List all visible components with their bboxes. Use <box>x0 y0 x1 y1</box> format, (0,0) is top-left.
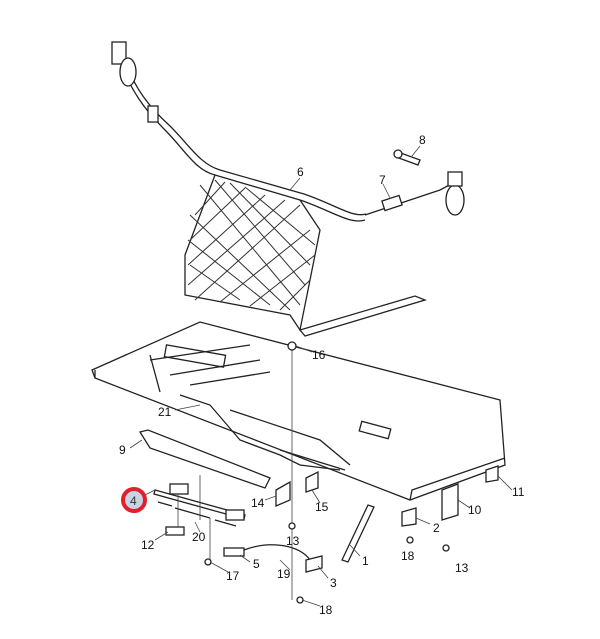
callout-17[interactable]: 17 <box>226 569 240 583</box>
leader-lines <box>129 145 513 607</box>
strap-assembly <box>364 149 465 216</box>
trim-panel <box>138 429 271 489</box>
callout-18[interactable]: 18 <box>319 603 333 617</box>
callout-13[interactable]: 13 <box>455 561 469 575</box>
callout-5[interactable]: 5 <box>253 557 260 571</box>
rail-assembly <box>153 475 311 561</box>
hardware <box>204 341 499 604</box>
callout-13[interactable]: 13 <box>286 534 300 548</box>
callout-6[interactable]: 6 <box>297 165 304 179</box>
callout-19[interactable]: 19 <box>277 567 291 581</box>
callout-18[interactable]: 18 <box>401 549 415 563</box>
callout-11[interactable]: 11 <box>512 485 525 499</box>
selected-callout-4[interactable] <box>121 487 147 513</box>
callout-7[interactable]: 7 <box>379 173 386 187</box>
callout-9[interactable]: 9 <box>119 443 126 457</box>
gas-strut <box>341 504 375 563</box>
floor-panel <box>91 321 506 501</box>
cargo-net-frame <box>111 41 427 337</box>
callout-16[interactable]: 16 <box>312 348 326 362</box>
callout-labels: 1 2 3 4 5 6 7 8 9 10 11 12 13 13 18 14 1… <box>119 133 525 617</box>
callout-15[interactable]: 15 <box>315 500 329 514</box>
callout-2[interactable]: 2 <box>433 521 440 535</box>
callout-8[interactable]: 8 <box>419 133 426 147</box>
bolt-icon <box>287 341 297 351</box>
callout-1[interactable]: 1 <box>362 554 369 568</box>
callout-20[interactable]: 20 <box>192 530 206 544</box>
net-strap-hook-icon <box>111 41 127 65</box>
callout-14[interactable]: 14 <box>251 496 265 510</box>
callout-3[interactable]: 3 <box>330 576 337 590</box>
callout-10[interactable]: 10 <box>468 503 482 517</box>
callout-12[interactable]: 12 <box>141 538 155 552</box>
callout-21[interactable]: 21 <box>158 405 172 419</box>
callout-4[interactable]: 4 <box>130 494 137 508</box>
